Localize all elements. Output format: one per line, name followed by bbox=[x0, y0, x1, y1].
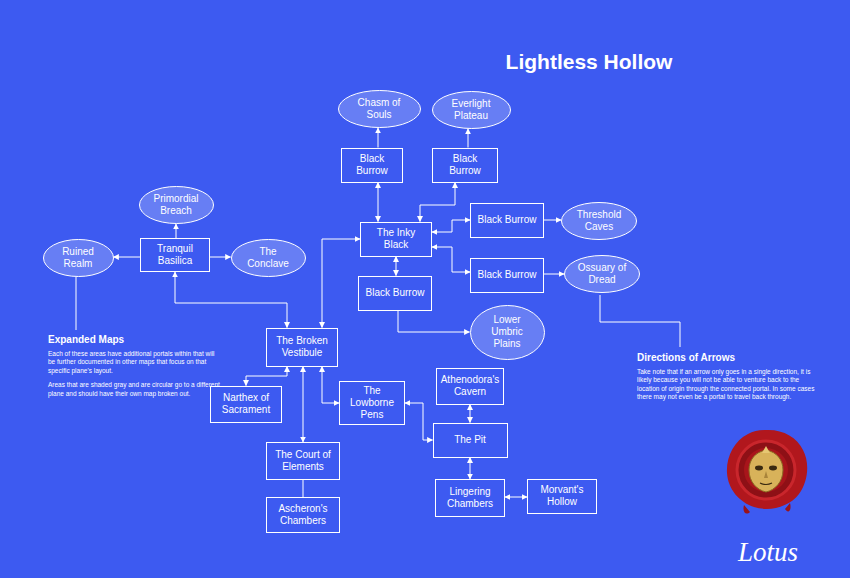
node-label: Lingering Chambers bbox=[439, 486, 501, 510]
portal-box: Narthex of Sacrament bbox=[210, 386, 282, 423]
plane-ellipse: Chasm of Souls bbox=[338, 90, 421, 128]
plane-ellipse: Lower Umbric Plains bbox=[470, 305, 545, 360]
portal-connector bbox=[396, 257, 397, 276]
node-label: Threshold Caves bbox=[571, 209, 627, 233]
portal-box: Ascheron's Chambers bbox=[266, 497, 340, 533]
portal-connector bbox=[176, 224, 177, 238]
portal-connector bbox=[322, 367, 339, 404]
wax-seal bbox=[727, 430, 807, 514]
note-text: Take note that if an arrow only goes in … bbox=[637, 368, 817, 402]
note-heading: Directions of Arrows bbox=[637, 352, 817, 363]
node-label: The Broken Vestibule bbox=[270, 335, 334, 359]
portal-connector bbox=[246, 367, 287, 386]
portal-connector bbox=[114, 257, 141, 258]
portal-box: The Pit bbox=[433, 423, 508, 458]
node-label: Athenodora's Cavern bbox=[440, 374, 500, 398]
node-label: Tranquil Basilica bbox=[144, 243, 206, 267]
plane-ellipse: Threshold Caves bbox=[561, 202, 637, 240]
portal-connector bbox=[544, 220, 561, 221]
portal-connector bbox=[470, 458, 471, 480]
node-label: The Court of Elements bbox=[270, 449, 336, 473]
portal-box: Lingering Chambers bbox=[435, 479, 505, 517]
node-label: Black Burrow bbox=[362, 287, 428, 299]
plane-ellipse: Primordial Breach bbox=[139, 186, 214, 224]
portal-box: The Inky Black bbox=[360, 222, 432, 257]
node-label: The Lowborne Pens bbox=[343, 385, 401, 421]
node-label: The Conclave bbox=[241, 246, 296, 270]
portal-connector bbox=[378, 128, 379, 148]
portal-box: The Lowborne Pens bbox=[339, 381, 405, 425]
node-label: Ossuary of Dread bbox=[574, 262, 630, 286]
portal-connector bbox=[544, 274, 564, 275]
node-label: Lower Umbric Plains bbox=[480, 314, 535, 350]
node-label: Ruined Realm bbox=[52, 246, 104, 270]
leader-line bbox=[76, 277, 77, 330]
node-label: The Inky Black bbox=[364, 227, 428, 251]
portal-box: The Court of Elements bbox=[266, 442, 340, 480]
portal-box: Black Burrow bbox=[432, 148, 498, 183]
portal-connector bbox=[432, 220, 470, 232]
portal-connector bbox=[420, 183, 455, 222]
note-heading: Expanded Maps bbox=[48, 334, 220, 345]
node-label: Everlight Plateau bbox=[442, 98, 500, 122]
node-label: Morvant's Hollow bbox=[531, 484, 593, 508]
portal-box: The Broken Vestibule bbox=[266, 328, 338, 367]
portal-box: Black Burrow bbox=[470, 258, 544, 293]
portal-connector bbox=[468, 129, 469, 148]
diagram-title: Lightless Hollow bbox=[506, 50, 673, 74]
plane-ellipse: The Conclave bbox=[231, 239, 306, 277]
node-label: Ascheron's Chambers bbox=[270, 503, 336, 527]
plane-ellipse: Everlight Plateau bbox=[432, 91, 511, 129]
node-label: The Pit bbox=[437, 434, 504, 446]
portal-box: Black Burrow bbox=[358, 276, 432, 311]
portal-connector bbox=[303, 480, 304, 497]
portal-box: Black Burrow bbox=[470, 203, 544, 238]
plane-ellipse: Ossuary of Dread bbox=[564, 255, 640, 293]
node-label: Black Burrow bbox=[474, 214, 540, 226]
portal-connector bbox=[322, 239, 360, 328]
node-label: Primordial Breach bbox=[149, 193, 204, 217]
note-text: Areas that are shaded gray and are circu… bbox=[48, 381, 220, 398]
note-block: Directions of ArrowsTake note that if an… bbox=[637, 352, 817, 408]
node-label: Chasm of Souls bbox=[349, 97, 410, 121]
node-label: Black Burrow bbox=[474, 269, 540, 281]
portal-connector bbox=[378, 183, 379, 222]
note-text: Each of these areas have additional port… bbox=[48, 350, 220, 375]
portal-connector bbox=[505, 497, 527, 498]
portal-connector bbox=[303, 367, 304, 443]
signature: Lotus bbox=[738, 537, 798, 568]
portal-connector bbox=[210, 257, 231, 258]
portal-connector bbox=[405, 403, 433, 440]
node-label: Black Burrow bbox=[345, 153, 399, 177]
portal-box: Tranquil Basilica bbox=[140, 238, 210, 272]
portal-connector bbox=[470, 405, 471, 423]
node-label: Black Burrow bbox=[436, 153, 494, 177]
leader-line bbox=[600, 295, 680, 347]
portal-box: Black Burrow bbox=[341, 148, 403, 183]
node-label: Narthex of Sacrament bbox=[214, 392, 278, 416]
portal-connector bbox=[175, 272, 287, 328]
note-block: Expanded MapsEach of these areas have ad… bbox=[48, 334, 220, 404]
portal-box: Morvant's Hollow bbox=[527, 479, 597, 514]
portal-connector bbox=[398, 311, 470, 333]
portal-box: Athenodora's Cavern bbox=[436, 368, 504, 405]
plane-ellipse: Ruined Realm bbox=[43, 239, 114, 277]
portal-connector bbox=[432, 247, 470, 272]
